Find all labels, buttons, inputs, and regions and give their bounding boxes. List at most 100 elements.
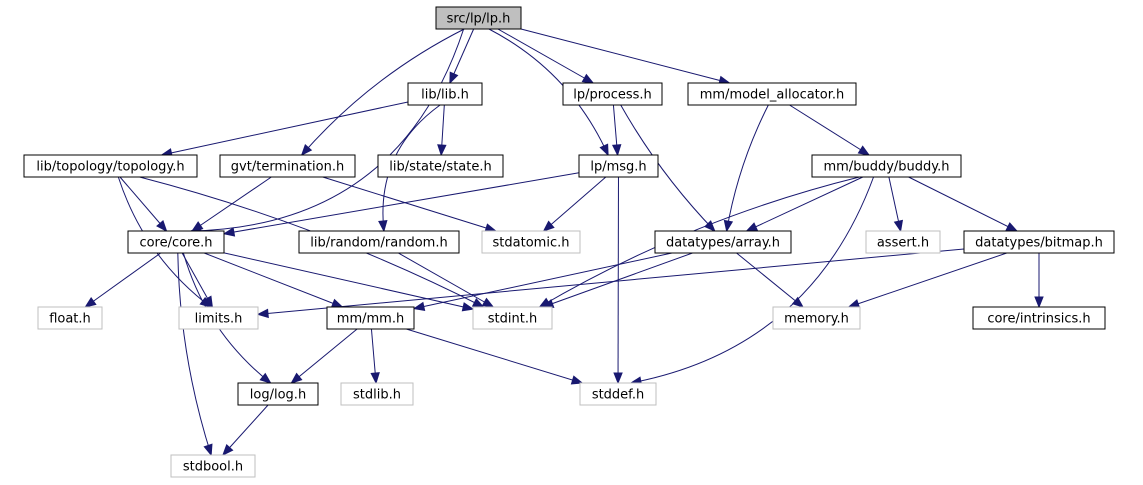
node-box-stddef [579, 382, 657, 406]
edge-array-to-mm [413, 252, 673, 310]
edge-bitmap-to-limits [257, 248, 965, 315]
edge-arrowhead-modelalloc-to-array [723, 219, 734, 233]
node-label-topology: lib/topology/topology.h [36, 160, 184, 175]
node-float[interactable]: float.h [37, 306, 103, 330]
node-label-core: core/core.h [139, 236, 212, 251]
node-label-msg: lp/msg.h [590, 160, 646, 175]
node-label-stdlib: stdlib.h [353, 388, 401, 403]
edge-mm-to-log [291, 328, 358, 384]
node-stdint[interactable]: stdint.h [472, 306, 553, 330]
edge-arrowhead-bitmap-to-limits [256, 308, 269, 319]
node-box-intrinsics [972, 306, 1106, 330]
node-box-float [37, 306, 103, 330]
edge-arrowhead-core-to-float [84, 297, 97, 308]
edge-array-to-stdint [542, 252, 693, 308]
edge-modelalloc-to-array [726, 104, 769, 232]
edge-arrowhead-core-to-stdbool [203, 443, 213, 457]
node-termination[interactable]: gvt/termination.h [219, 154, 356, 178]
edge-termination-to-core [191, 176, 272, 232]
node-label-stdint: stdint.h [488, 312, 537, 327]
node-stddef[interactable]: stddef.h [579, 382, 657, 406]
node-box-msg [578, 154, 659, 178]
edge-arrowhead-random-to-stdint [481, 297, 495, 308]
node-random[interactable]: lib/random/random.h [298, 230, 460, 254]
edges-layer [84, 28, 1044, 457]
node-memory[interactable]: memory.h [772, 306, 861, 330]
edge-arrowhead-core-to-limits [203, 295, 214, 309]
node-box-topology [23, 154, 198, 178]
node-process[interactable]: lp/process.h [562, 82, 663, 106]
node-box-array [654, 230, 792, 254]
edge-topology-to-core [119, 176, 167, 232]
edge-array-to-memory [736, 252, 804, 308]
edge-arrowhead-process-to-msg [611, 144, 622, 157]
node-log[interactable]: log/log.h [237, 382, 319, 406]
edge-mm-to-stddef [406, 328, 583, 384]
node-modelalloc[interactable]: mm/model_allocator.h [687, 82, 857, 106]
node-stdbool[interactable]: stdbool.h [170, 454, 256, 478]
edge-core-to-stdint [223, 252, 474, 310]
node-label-memory: memory.h [784, 312, 849, 327]
node-box-modelalloc [687, 82, 857, 106]
node-box-buddy [811, 154, 962, 178]
edge-core-to-mm [203, 252, 343, 308]
edge-buddy-to-stddef [630, 176, 875, 384]
edge-arrowhead-process-to-array [704, 220, 716, 232]
node-mm[interactable]: mm/mm.h [326, 306, 415, 330]
node-box-memory [772, 306, 861, 330]
node-label-termination: gvt/termination.h [231, 160, 344, 175]
node-label-log: log/log.h [250, 388, 306, 403]
edge-arrowhead-liblib-to-state [437, 144, 447, 157]
node-msg[interactable]: lp/msg.h [578, 154, 659, 178]
node-core[interactable]: core/core.h [127, 230, 225, 254]
node-label-array: datatypes/array.h [666, 236, 780, 251]
node-box-bitmap [963, 230, 1115, 254]
edge-arrowhead-log-to-stdbool [222, 444, 234, 456]
edge-arrowhead-lp-to-msg [599, 143, 609, 157]
edge-arrowhead-msg-to-core [222, 227, 236, 237]
node-topology[interactable]: lib/topology/topology.h [23, 154, 198, 178]
edge-arrowhead-lp-to-termination [300, 143, 313, 157]
edge-arrowhead-msg-to-stddef [613, 372, 623, 385]
edge-msg-to-core [223, 172, 580, 235]
node-liblib[interactable]: lib/lib.h [407, 82, 483, 106]
edge-core-to-float [85, 252, 161, 308]
node-state[interactable]: lib/state/state.h [377, 154, 504, 178]
node-label-stdbool: stdbool.h [183, 460, 243, 475]
node-label-state: lib/state/state.h [389, 160, 491, 175]
node-lp[interactable]: src/lp/lp.h [435, 6, 522, 30]
edge-arrowhead-topology-to-core [156, 219, 168, 233]
node-buddy[interactable]: mm/buddy/buddy.h [811, 154, 962, 178]
edge-arrowhead-liblib-to-random [378, 220, 388, 233]
edge-arrowhead-array-to-mm [412, 301, 426, 312]
edge-arrowhead-modelalloc-to-buddy [857, 145, 871, 156]
node-label-buddy: mm/buddy/buddy.h [824, 160, 950, 175]
edge-arrowhead-lp-to-liblib [449, 71, 459, 85]
node-assert[interactable]: assert.h [865, 230, 941, 254]
edge-core-to-stdbool [177, 252, 212, 456]
node-label-stdatomic: stdatomic.h [493, 236, 570, 251]
node-label-stddef: stddef.h [592, 388, 644, 403]
node-label-intrinsics: core/intrinsics.h [987, 312, 1090, 327]
edge-arrowhead-mm-to-log [290, 372, 303, 384]
node-label-random: lib/random/random.h [310, 236, 447, 251]
node-intrinsics[interactable]: core/intrinsics.h [972, 306, 1106, 330]
node-array[interactable]: datatypes/array.h [654, 230, 792, 254]
edge-arrowhead-bitmap-to-intrinsics [1034, 296, 1044, 309]
edge-arrowhead-core-to-mm [330, 298, 344, 308]
edge-lp-to-msg [488, 28, 609, 156]
edge-arrowhead-msg-to-stdatomic [542, 220, 555, 232]
edge-lp-to-process [497, 28, 594, 84]
node-label-mm: mm/mm.h [337, 312, 404, 327]
node-box-state [377, 154, 504, 178]
node-stdlib[interactable]: stdlib.h [340, 382, 414, 406]
node-limits[interactable]: limits.h [178, 306, 259, 330]
node-bitmap[interactable]: datatypes/bitmap.h [963, 230, 1115, 254]
node-box-termination [219, 154, 356, 178]
edge-arrowhead-lp-to-process [581, 73, 595, 84]
node-stdatomic[interactable]: stdatomic.h [481, 230, 581, 254]
node-box-liblib [407, 82, 483, 106]
edge-msg-to-stdatomic [543, 176, 607, 232]
